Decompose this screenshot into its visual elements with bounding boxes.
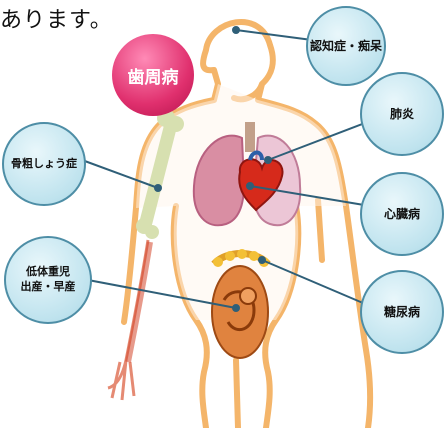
connector-dementia bbox=[236, 30, 312, 40]
label-lowbirth-2: 出産・早産 bbox=[21, 280, 76, 295]
label-pneumonia: 肺炎 bbox=[390, 106, 414, 122]
uterus-icon bbox=[212, 249, 269, 358]
dot-diabetes bbox=[259, 257, 265, 263]
bubble-lowbirth: 低体重児 出産・早産 bbox=[4, 236, 92, 324]
periodontal-badge: 歯周病 bbox=[112, 34, 194, 116]
dot-dementia bbox=[233, 27, 239, 33]
dot-lowbirth bbox=[233, 305, 239, 311]
bubble-dementia: 認知症・痴呆 bbox=[306, 6, 386, 86]
dot-osteoporosis bbox=[155, 185, 161, 191]
label-heart: 心臓病 bbox=[384, 206, 420, 222]
bubble-heart: 心臓病 bbox=[360, 172, 444, 256]
label-dementia: 認知症・痴呆 bbox=[310, 38, 382, 54]
label-lowbirth-1: 低体重児 bbox=[21, 265, 76, 280]
dot-pneumonia bbox=[265, 157, 271, 163]
bubble-diabetes: 糖尿病 bbox=[360, 270, 444, 354]
label-osteoporosis: 骨粗しょう症 bbox=[11, 157, 77, 172]
dot-heart bbox=[247, 183, 253, 189]
badge-label: 歯周病 bbox=[128, 63, 179, 88]
label-diabetes: 糖尿病 bbox=[384, 304, 420, 320]
bubble-osteoporosis: 骨粗しょう症 bbox=[2, 122, 86, 206]
bubble-pneumonia: 肺炎 bbox=[360, 72, 444, 156]
